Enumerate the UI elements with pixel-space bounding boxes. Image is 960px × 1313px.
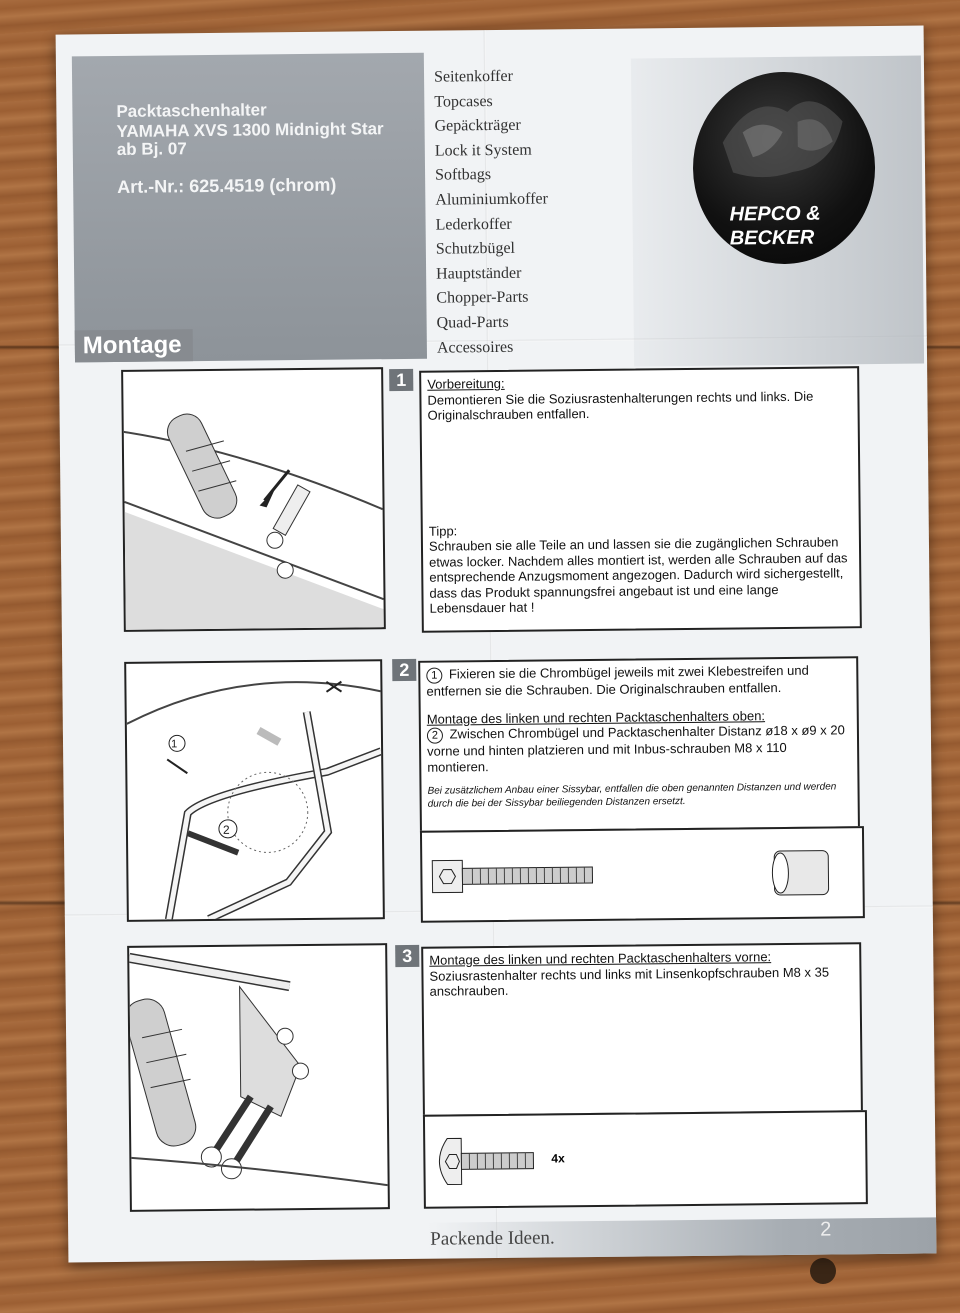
step2-item2: 2 Zwischen Chrombügel und Packtaschenhal… bbox=[426, 722, 851, 775]
step1-text-box: Vorbereitung: Demontieren Sie die Sozius… bbox=[419, 366, 862, 633]
hepco-becker-logo: HEPCO & BECKER bbox=[692, 71, 877, 265]
product-model: YAMAHA XVS 1300 Midnight Star bbox=[116, 119, 384, 141]
holder-mounting-drawing: 1 2 bbox=[126, 680, 383, 922]
step-number-2: 2 bbox=[392, 658, 417, 682]
step1-text: Demontieren Sie die Soziusrastenhalterun… bbox=[427, 388, 814, 423]
section-title: Montage bbox=[74, 329, 194, 363]
quantity-label: 4x bbox=[551, 1151, 565, 1166]
step-number-1: 1 bbox=[389, 368, 414, 392]
bolt-and-spacer-icon bbox=[431, 850, 830, 896]
category-item: Accessoires bbox=[436, 338, 514, 357]
item-marker-1: 1 bbox=[426, 667, 443, 684]
product-title: Packtaschenhalter bbox=[116, 100, 267, 121]
article-number: Art.-Nr.: 625.4519 (chrom) bbox=[117, 174, 337, 197]
instruction-sheet: Packtaschenhalter YAMAHA XVS 1300 Midnig… bbox=[55, 25, 937, 1263]
footpeg-removal-drawing bbox=[123, 413, 384, 630]
step3-text: Soziusrastenhalter rechts und links mit … bbox=[429, 964, 830, 999]
step3-parts-panel: 4x bbox=[422, 1110, 868, 1209]
step2-illustration: 1 2 bbox=[124, 659, 385, 922]
slogan: Packende Ideen. bbox=[430, 1227, 555, 1250]
logo-line1: HEPCO & bbox=[729, 202, 821, 226]
svg-text:1: 1 bbox=[171, 738, 177, 750]
tip-text: Schrauben sie alle Teile an und lassen s… bbox=[428, 534, 848, 616]
category-item: Chopper-Parts bbox=[436, 288, 529, 307]
category-list: Seitenkoffer Topcases Gepäckträger Lock … bbox=[434, 67, 550, 363]
step-number-3: 3 bbox=[395, 944, 420, 968]
category-item: Seitenkoffer bbox=[433, 67, 513, 86]
page-number: 2 bbox=[820, 1218, 832, 1241]
step1-illustration bbox=[121, 367, 386, 632]
step2-item1: 1 Fixieren sie die Chrombügel jeweils mi… bbox=[426, 662, 850, 699]
footpeg-mount-drawing bbox=[127, 952, 388, 1187]
category-item: Aluminiumkoffer bbox=[435, 190, 549, 209]
wood-knot bbox=[810, 1258, 836, 1284]
logo-artwork-icon bbox=[722, 101, 843, 178]
step3-illustration bbox=[127, 943, 390, 1212]
category-item: Softbags bbox=[435, 166, 492, 184]
step2-item1-text: Fixieren sie die Chrombügel jeweils mit … bbox=[426, 662, 809, 699]
category-item: Gepäckträger bbox=[434, 116, 521, 135]
logo-line2: BECKER bbox=[729, 226, 815, 250]
logo-text: HEPCO & BECKER bbox=[729, 202, 821, 251]
category-item: Lederkoffer bbox=[435, 215, 512, 234]
step2-parts-panel bbox=[419, 826, 865, 923]
step2-item2-text: Zwischen Chrombügel und Packtaschenhalte… bbox=[427, 722, 845, 775]
header-panel: Packtaschenhalter YAMAHA XVS 1300 Midnig… bbox=[71, 52, 428, 363]
step3-text-box: Montage des linken und rechten Packtasch… bbox=[421, 942, 863, 1117]
item-marker-2: 2 bbox=[426, 727, 444, 744]
lens-head-screw-icon bbox=[438, 1137, 535, 1186]
step2-text-box: 1 Fixieren sie die Chrombügel jeweils mi… bbox=[418, 656, 860, 833]
svg-text:2: 2 bbox=[223, 823, 230, 837]
category-item: Lock it System bbox=[434, 141, 532, 160]
category-item: Schutzbügel bbox=[435, 239, 516, 258]
product-year: ab Bj. 07 bbox=[116, 139, 187, 159]
category-item: Quad-Parts bbox=[436, 313, 509, 332]
sissybar-note: Bei zusätzlichem Anbau einer Sissybar, e… bbox=[427, 781, 837, 810]
category-item: Topcases bbox=[434, 92, 493, 111]
category-item: Hauptständer bbox=[436, 264, 522, 283]
